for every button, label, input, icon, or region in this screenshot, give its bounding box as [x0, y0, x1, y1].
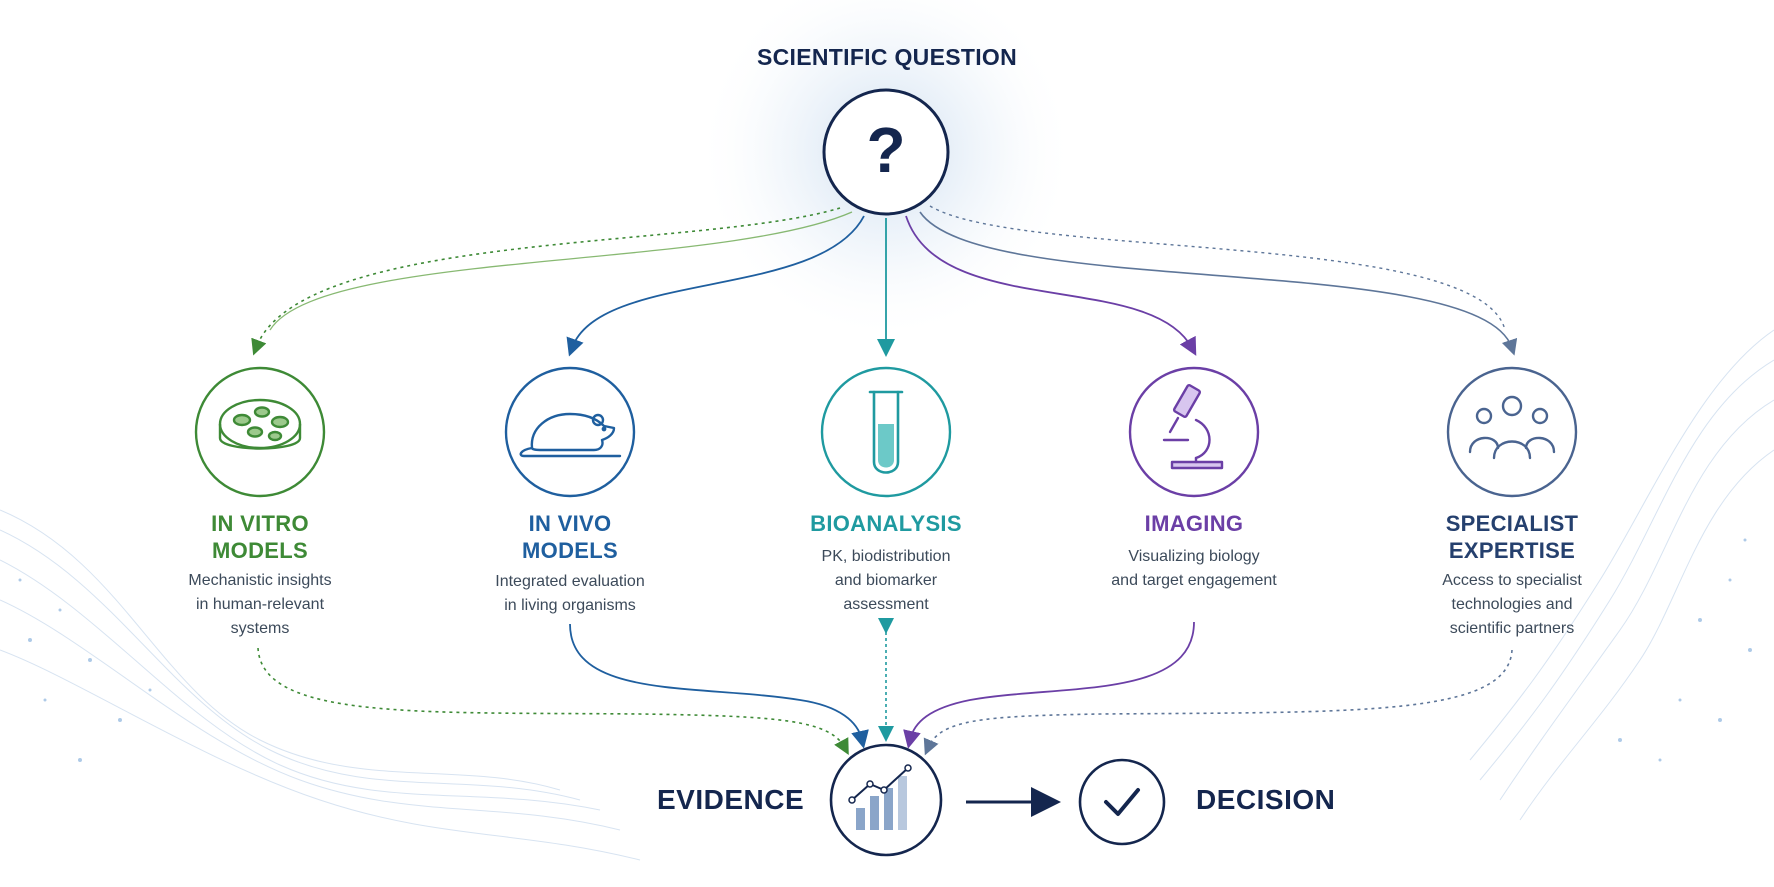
in-vivo-circle: [504, 366, 636, 498]
decision-circle: [1078, 758, 1166, 846]
imaging-description: Visualizing biology and target engagemen…: [1111, 548, 1277, 589]
connector-q-to-in-vitro-solid: [269, 211, 853, 331]
in-vitro-description: Mechanistic insights in human-relevant s…: [188, 572, 332, 637]
bioanalysis-title: BIOANALYSIS: [810, 511, 962, 536]
question-mark-icon: ?: [866, 114, 906, 186]
connector-in-vitro-to-evidence: [257, 647, 849, 756]
in-vivo-description: Integrated evaluation in living organism…: [495, 573, 645, 614]
imaging-circle: [1128, 366, 1260, 498]
connector-q-to-in-vitro: [251, 207, 841, 356]
background-wave-left: [0, 509, 641, 861]
specialist-title: SPECIALIST EXPERTISE: [1445, 511, 1579, 563]
in-vitro-title: IN VITRO MODELS: [211, 511, 309, 563]
in-vivo-title: IN VIVO MODELS: [522, 511, 618, 563]
evidence-label: EVIDENCE: [657, 784, 805, 815]
mouse-icon: [519, 412, 622, 458]
connector-q-to-in-vivo: [566, 215, 865, 357]
petri-dish-icon: [218, 398, 302, 450]
background-wave-right: [1469, 329, 1774, 821]
checkmark-icon: [1104, 788, 1140, 816]
connector-q-to-imaging: [905, 215, 1197, 356]
connector-specialist-to-evidence: [923, 649, 1513, 756]
bioanalysis-description: PK, biodistribution and biomarker assess…: [821, 548, 951, 613]
background-dots: [18, 538, 1752, 762]
people-group-icon: [1468, 395, 1556, 460]
bar-chart-trend-icon: [848, 764, 912, 830]
question-circle: [822, 88, 950, 216]
imaging-title: IMAGING: [1144, 511, 1244, 536]
specialist-circle: [1446, 366, 1578, 498]
test-tube-icon: [868, 390, 904, 474]
connector-q-to-specialist-dotted: [929, 205, 1506, 331]
connector-imaging-to-evidence: [903, 621, 1195, 749]
connector-q-to-specialist: [919, 211, 1518, 356]
diagram-title: SCIENTIFIC QUESTION: [757, 44, 1017, 70]
microscope-icon: [1162, 384, 1224, 470]
connector-in-vivo-to-evidence: [569, 623, 869, 749]
specialist-description: Access to specialist technologies and sc…: [1442, 572, 1582, 637]
decision-label: DECISION: [1196, 784, 1336, 815]
